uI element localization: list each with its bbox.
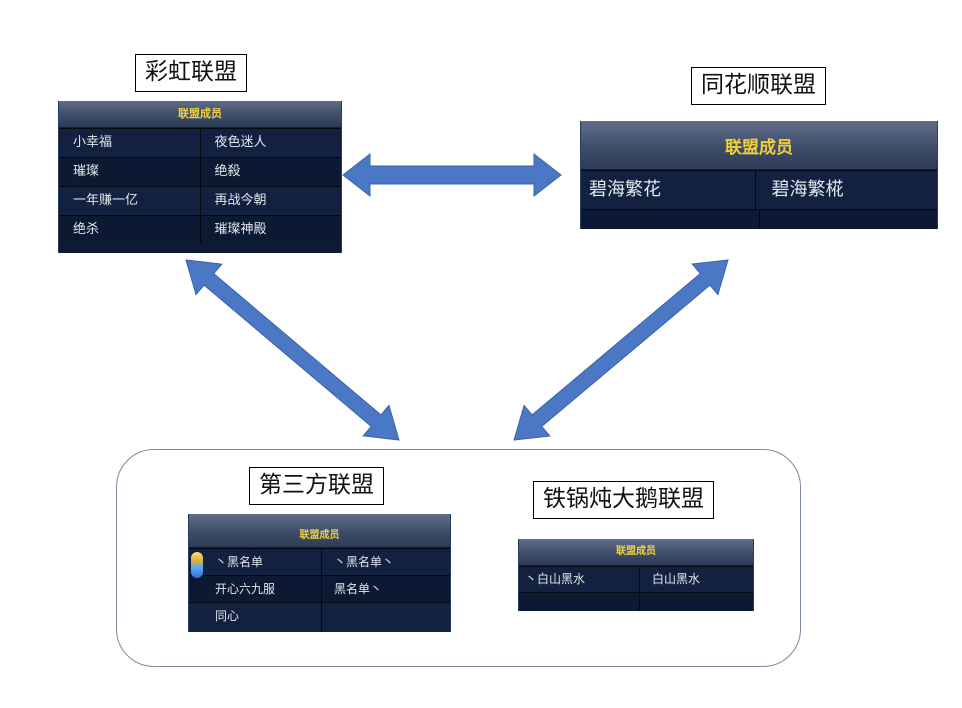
member-name: 小幸福 — [59, 129, 201, 157]
member-row[interactable]: 一年赚一亿 再战今朝 — [59, 186, 341, 215]
rainbow-alliance-panel: 联盟成员 小幸福 夜色迷人 璀璨 绝殺 一年赚一亿 再战今朝 绝杀 璀璨神殿 — [58, 101, 342, 253]
member-row[interactable]: 同心 — [189, 602, 450, 632]
member-name: 丶黑名单丶 — [334, 555, 395, 569]
panel-header: 联盟成员 — [59, 101, 341, 128]
member-name — [519, 593, 640, 611]
member-row[interactable]: 碧海繁花 碧海繁椛 — [581, 170, 937, 209]
member-name — [581, 210, 760, 229]
member-name: 丶白山黑水 — [519, 567, 640, 592]
goose-alliance-label: 铁锅炖大鹅联盟 — [533, 481, 714, 519]
member-row[interactable]: 璀璨 绝殺 — [59, 157, 341, 186]
member-list: 碧海繁花 碧海繁椛 — [581, 170, 937, 229]
bottom-group-frame — [116, 449, 801, 667]
third-alliance-label: 第三方联盟 — [249, 467, 384, 505]
member-row[interactable]: 绝杀 璀璨神殿 — [59, 215, 341, 244]
double-arrow-rainbow-third — [185, 259, 400, 441]
tonghuashun-alliance-panel: 联盟成员 碧海繁花 碧海繁椛 — [580, 121, 938, 229]
panel-header: 联盟成员 — [581, 121, 937, 170]
member-name: 再战今朝 — [214, 193, 267, 208]
member-row[interactable] — [581, 209, 937, 229]
member-row[interactable] — [519, 592, 753, 611]
member-name: 绝杀 — [59, 216, 201, 244]
double-arrow-rainbow-tonghuashun — [342, 152, 562, 198]
panel-header: 联盟成员 — [189, 514, 450, 548]
member-name — [322, 603, 450, 632]
member-list: 小幸福 夜色迷人 璀璨 绝殺 一年赚一亿 再战今朝 绝杀 璀璨神殿 — [59, 128, 341, 244]
member-name: 开心六九服 — [189, 576, 322, 602]
member-name: 璀璨神殿 — [214, 222, 267, 237]
third-alliance-panel: 联盟成员 丶黑名单 丶黑名单丶 开心六九服 黑名单丶 同心 — [188, 514, 451, 632]
scroll-knob-icon[interactable] — [191, 552, 203, 578]
double-arrow-tonghuashun-third — [513, 259, 729, 441]
member-name: 碧海繁椛 — [771, 179, 844, 200]
member-name — [640, 593, 753, 611]
member-name: 白山黑水 — [652, 572, 701, 586]
member-row[interactable]: 丶黑名单 丶黑名单丶 — [189, 548, 450, 575]
member-name — [760, 210, 938, 229]
member-name: 璀璨 — [59, 158, 201, 186]
member-row[interactable]: 开心六九服 黑名单丶 — [189, 575, 450, 602]
member-row[interactable]: 丶白山黑水 白山黑水 — [519, 566, 753, 592]
goose-alliance-panel: 联盟成员 丶白山黑水 白山黑水 — [518, 539, 754, 611]
panel-header: 联盟成员 — [519, 539, 753, 566]
member-name: 黑名单丶 — [334, 582, 383, 596]
member-list: 丶白山黑水 白山黑水 — [519, 566, 753, 611]
member-name: 绝殺 — [214, 164, 241, 179]
rainbow-alliance-label: 彩虹联盟 — [135, 54, 247, 92]
member-list: 丶黑名单 丶黑名单丶 开心六九服 黑名单丶 同心 — [189, 548, 450, 632]
member-name: 一年赚一亿 — [59, 187, 201, 215]
member-name: 丶黑名单 — [189, 549, 322, 575]
member-name: 碧海繁花 — [581, 171, 756, 209]
tonghuashun-alliance-label: 同花顺联盟 — [691, 67, 826, 105]
member-name: 同心 — [189, 603, 322, 632]
member-name: 夜色迷人 — [214, 135, 267, 150]
member-row[interactable]: 小幸福 夜色迷人 — [59, 128, 341, 157]
